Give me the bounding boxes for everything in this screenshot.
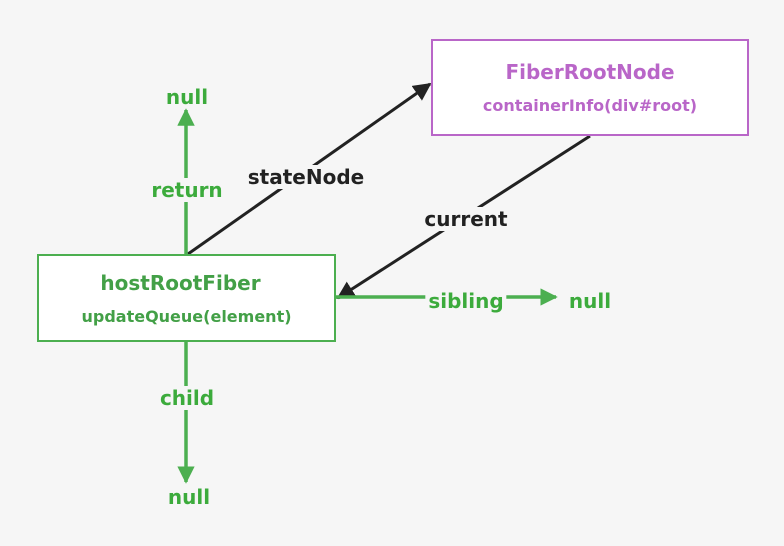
fiber-root-node-title: FiberRootNode (505, 60, 675, 84)
sibling-label: sibling (425, 289, 507, 313)
current-label: current (421, 207, 511, 231)
child-label: child (156, 386, 218, 410)
null-top-label: null (165, 85, 209, 109)
null-right-label: null (568, 289, 612, 313)
fiber-root-node-subtitle: containerInfo(div#root) (482, 96, 698, 115)
state-node-label: stateNode (244, 165, 368, 189)
host-root-fiber-title: hostRootFiber (100, 270, 261, 295)
host-root-fiber-box: hostRootFiber updateQueue(element) (37, 254, 336, 342)
null-bottom-label: null (167, 485, 211, 509)
fiber-root-node-box: FiberRootNode containerInfo(div#root) (431, 39, 749, 136)
return-label: return (148, 178, 226, 202)
host-root-fiber-subtitle: updateQueue(element) (81, 306, 292, 326)
